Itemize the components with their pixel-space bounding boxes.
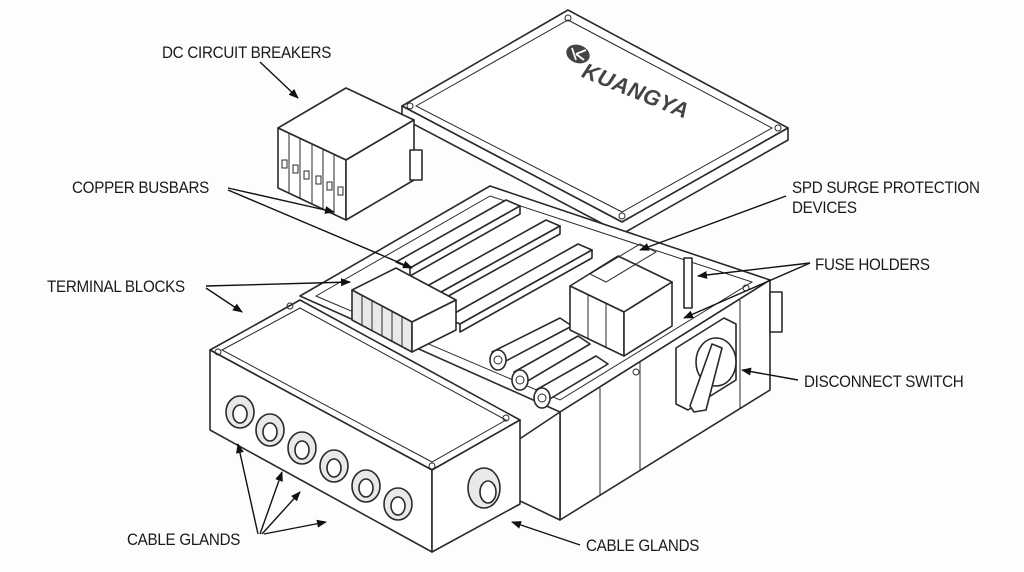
spd-surge-protection-devices — [569, 243, 673, 357]
cable-gland-side — [467, 467, 501, 509]
label-fuse-holders: FUSE HOLDERS — [815, 256, 930, 274]
enclosure-lid — [401, 9, 789, 235]
dc-circuit-breakers — [277, 87, 423, 221]
leader-lines — [205, 61, 811, 546]
terminal-blocks — [351, 267, 457, 353]
label-disconnect-switch: DISCONNECT SWITCH — [804, 373, 964, 391]
copper-busbars — [395, 199, 593, 333]
fuse-holders — [489, 257, 693, 409]
disconnect-switch — [675, 317, 737, 413]
cable-gland-box — [209, 299, 521, 553]
label-cable-glands-right: CABLE GLANDS — [586, 537, 700, 555]
label-terminal-blocks: TERMINAL BLOCKS — [47, 278, 185, 296]
kuangya-logo-icon — [566, 44, 590, 64]
label-cable-glands-left: CABLE GLANDS — [127, 531, 241, 549]
label-copper-busbars: COPPER BUSBARS — [72, 179, 210, 197]
label-spd-line2: DEVICES — [792, 199, 857, 217]
label-spd-line1: SPD SURGE PROTECTION — [792, 179, 980, 197]
cable-glands-front — [225, 395, 413, 521]
label-dc-circuit-breakers: DC CIRCUIT BREAKERS — [162, 44, 332, 62]
